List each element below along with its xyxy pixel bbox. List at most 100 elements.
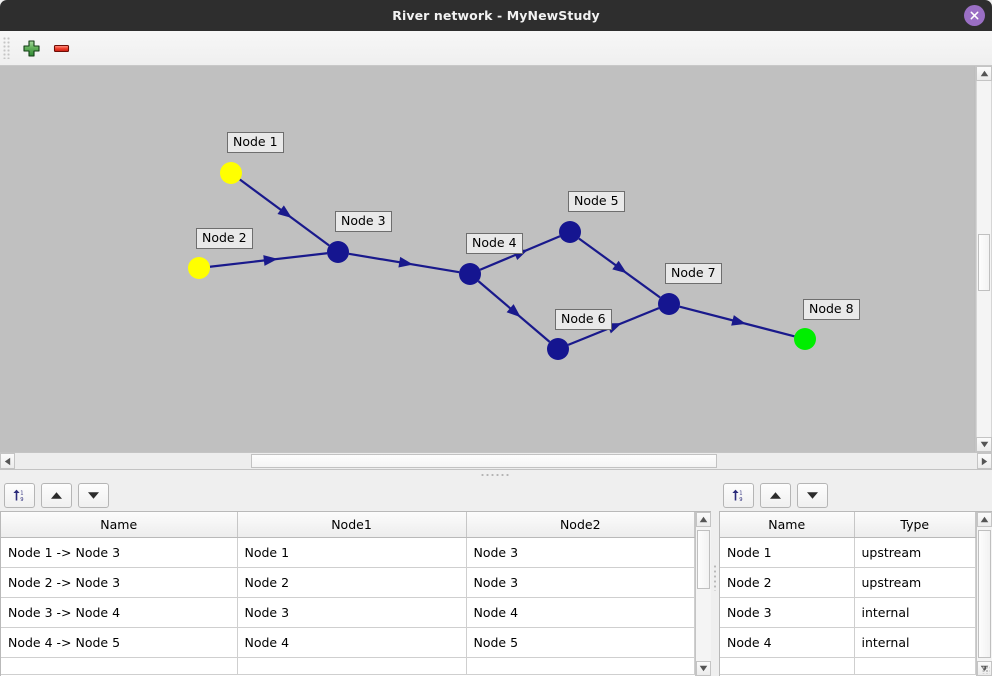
table-cell[interactable]: Node 4 bbox=[237, 627, 467, 658]
node-layer bbox=[188, 162, 816, 360]
table-cell[interactable]: Node 3 bbox=[466, 537, 695, 568]
nodes-move-up-button[interactable] bbox=[760, 482, 791, 508]
graph-node[interactable] bbox=[188, 257, 210, 279]
table-cell[interactable]: Node 2 bbox=[237, 567, 467, 598]
title-bar[interactable]: River network - MyNewStudy bbox=[0, 0, 992, 31]
toolbar-drag-handle[interactable] bbox=[3, 37, 10, 59]
vertical-splitter[interactable] bbox=[711, 479, 719, 676]
column-header[interactable]: Node2 bbox=[466, 512, 695, 538]
graph-node[interactable] bbox=[459, 263, 481, 285]
reaches-scroll-up-icon[interactable] bbox=[696, 512, 711, 527]
reaches-move-down-button[interactable] bbox=[78, 482, 109, 508]
graph-node[interactable] bbox=[559, 221, 581, 243]
reaches-vertical-scrollbar[interactable] bbox=[695, 512, 711, 676]
table-cell[interactable]: Node 4 -> Node 5 bbox=[1, 627, 238, 658]
table-cell[interactable]: Node 4 bbox=[466, 597, 695, 628]
canvas-horizontal-scrollbar[interactable] bbox=[0, 452, 992, 469]
graph-node[interactable] bbox=[658, 293, 680, 315]
nodes-move-down-button[interactable] bbox=[797, 482, 828, 508]
reaches-scroll-thumb[interactable] bbox=[697, 529, 710, 589]
splitter-grip-icon bbox=[481, 472, 511, 477]
reaches-scroll-down-icon[interactable] bbox=[696, 661, 711, 676]
svg-text:1: 1 bbox=[20, 490, 23, 496]
table-cell[interactable]: Node 5 bbox=[466, 627, 695, 658]
river-network-canvas[interactable]: Node 1 Node 2 Node 3 Node 4 Node 5 Node 6 Node… bbox=[0, 66, 975, 452]
scroll-up-icon[interactable] bbox=[976, 66, 992, 81]
column-header[interactable]: Name bbox=[1, 512, 238, 538]
scroll-left-icon[interactable] bbox=[0, 453, 15, 469]
close-icon[interactable] bbox=[964, 5, 985, 26]
node-label[interactable]: Node 5 bbox=[568, 191, 625, 212]
resize-grip-icon[interactable] bbox=[982, 666, 990, 674]
table-cell[interactable]: Node 4 bbox=[720, 627, 855, 658]
table-cell-empty bbox=[720, 657, 855, 675]
table-cell[interactable]: internal bbox=[854, 597, 976, 628]
reaches-toolbar: 1 9 bbox=[0, 479, 711, 511]
vertical-splitter-grip-icon bbox=[713, 564, 717, 591]
add-node-button[interactable] bbox=[16, 33, 46, 63]
column-header[interactable]: Name bbox=[720, 512, 855, 538]
delete-node-button[interactable] bbox=[46, 33, 76, 63]
scroll-right-icon[interactable] bbox=[977, 453, 992, 469]
edge-arrow-icon bbox=[731, 315, 747, 326]
column-header[interactable]: Node1 bbox=[237, 512, 467, 538]
reaches-move-up-button[interactable] bbox=[41, 482, 72, 508]
canvas-vertical-scrollbar[interactable] bbox=[975, 66, 992, 452]
nodes-vertical-scrollbar[interactable] bbox=[976, 512, 992, 676]
table-cell[interactable]: upstream bbox=[854, 567, 976, 598]
column-header[interactable]: Type bbox=[854, 512, 976, 538]
horizontal-scroll-thumb[interactable] bbox=[250, 454, 718, 468]
table-cell-empty bbox=[854, 657, 976, 675]
nodes-scroll-track[interactable] bbox=[977, 527, 992, 661]
table-cell[interactable]: internal bbox=[854, 627, 976, 658]
table-cell[interactable]: Node 2 -> Node 3 bbox=[1, 567, 238, 598]
node-label[interactable]: Node 2 bbox=[196, 228, 253, 249]
reaches-scroll-track[interactable] bbox=[696, 527, 711, 661]
graph-node[interactable] bbox=[220, 162, 242, 184]
horizontal-splitter[interactable] bbox=[0, 469, 992, 479]
node-label[interactable]: Node 4 bbox=[466, 233, 523, 254]
table-cell[interactable]: Node 3 -> Node 4 bbox=[1, 597, 238, 628]
horizontal-scroll-track[interactable] bbox=[15, 453, 977, 469]
table-cell[interactable]: upstream bbox=[854, 537, 976, 568]
scroll-down-icon[interactable] bbox=[976, 437, 992, 452]
table-cell[interactable]: Node 2 bbox=[720, 567, 855, 598]
node-label[interactable]: Node 3 bbox=[335, 211, 392, 232]
graph-node[interactable] bbox=[547, 338, 569, 360]
nodes-scroll-thumb[interactable] bbox=[978, 529, 991, 659]
table-cell[interactable]: Node 3 bbox=[720, 597, 855, 628]
reaches-sort-button[interactable]: 1 9 bbox=[4, 482, 35, 508]
nodes-scroll-up-icon[interactable] bbox=[977, 512, 992, 527]
table-cell[interactable]: Node 1 bbox=[720, 537, 855, 568]
nodes-sort-button[interactable]: 1 9 bbox=[723, 482, 754, 508]
node-label[interactable]: Node 8 bbox=[803, 299, 860, 320]
node-label[interactable]: Node 1 bbox=[227, 132, 284, 153]
table-cell[interactable]: Node 3 bbox=[237, 597, 467, 628]
graph-node[interactable] bbox=[327, 241, 349, 263]
table-cell[interactable]: Node 1 -> Node 3 bbox=[1, 537, 238, 568]
svg-text:9: 9 bbox=[739, 497, 742, 503]
node-label[interactable]: Node 6 bbox=[555, 309, 612, 330]
main-toolbar bbox=[0, 31, 992, 66]
vertical-scroll-thumb[interactable] bbox=[978, 234, 990, 292]
edge-arrow-icon bbox=[277, 205, 292, 218]
table-cell[interactable]: Node 3 bbox=[466, 567, 695, 598]
node-label[interactable]: Node 7 bbox=[665, 263, 722, 284]
graph-node[interactable] bbox=[794, 328, 816, 350]
vertical-scroll-track[interactable] bbox=[976, 81, 992, 437]
table-cell-empty bbox=[1, 657, 238, 675]
table-cell[interactable]: Node 1 bbox=[237, 537, 467, 568]
